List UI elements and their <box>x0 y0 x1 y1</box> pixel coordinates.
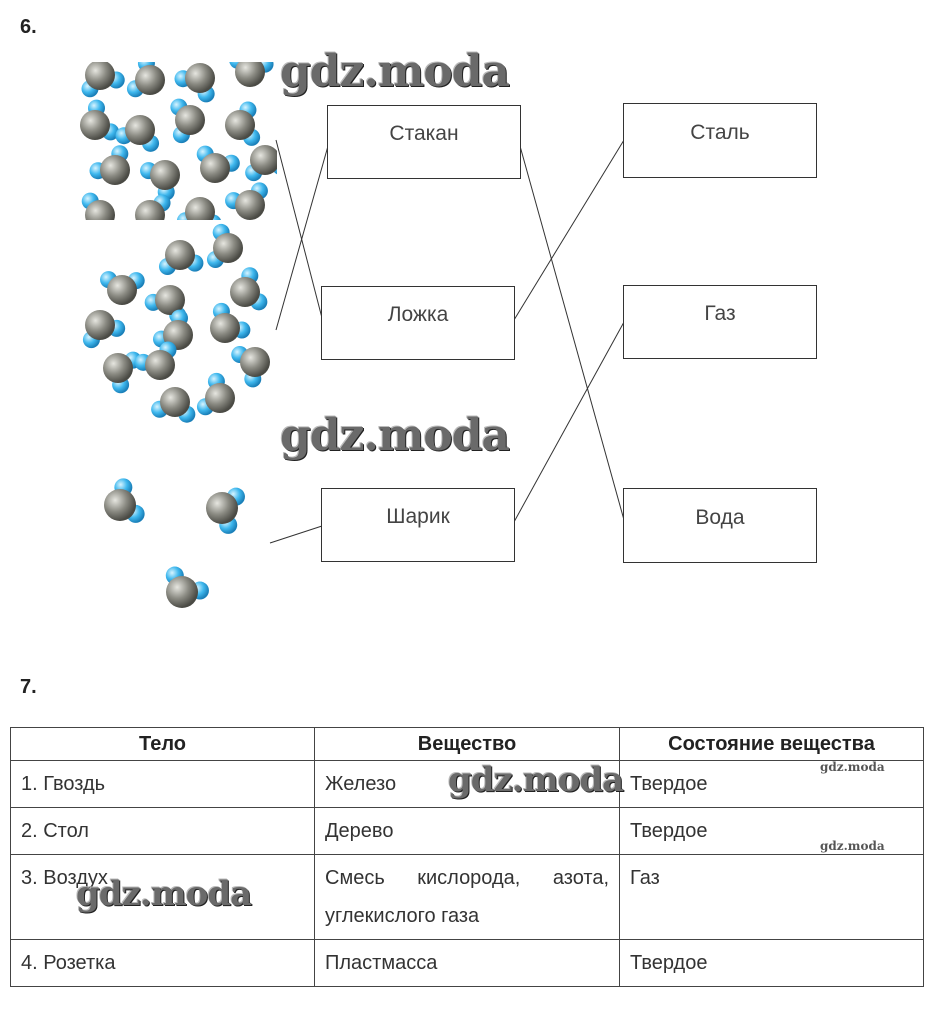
watermark-2: gdz.moda <box>280 410 510 461</box>
oxygen-atom <box>104 489 136 521</box>
oxygen-atom <box>160 387 190 417</box>
table-row: 2. Стол Дерево Твердое <box>10 807 924 855</box>
body-label-balloon: Шарик <box>386 505 450 528</box>
oxygen-atom <box>235 62 265 87</box>
oxygen-atom <box>125 115 155 145</box>
header-state: Состояние вещества <box>619 727 924 761</box>
connection-lines <box>269 139 625 544</box>
line-gas-to-balloon <box>269 525 323 544</box>
line-spoon-to-steel <box>513 139 625 321</box>
cell-state: Твердое <box>619 939 924 987</box>
table-header-row: Тело Вещество Состояние вещества <box>10 727 924 761</box>
line-balloon-to-gas <box>513 321 625 523</box>
oxygen-atom <box>155 285 185 315</box>
oxygen-atom <box>85 310 115 340</box>
cell-substance: Дерево <box>314 807 620 855</box>
gas-molecules-image <box>104 478 245 608</box>
watermark-6: gdz.moda <box>820 839 885 853</box>
oxygen-atom <box>135 65 165 95</box>
oxygen-atom <box>175 105 205 135</box>
oxygen-atom <box>85 200 115 220</box>
oxygen-atom <box>185 63 215 93</box>
line-glass-to-water <box>519 145 625 521</box>
cell-body: 4. Розетка <box>10 939 315 987</box>
task-7-number: 7. <box>20 676 37 698</box>
oxygen-atom <box>100 155 130 185</box>
cell-substance-line-2: углекислого газа <box>325 905 480 927</box>
liquid-molecules-image <box>82 223 270 423</box>
line-liquid-to-glass <box>275 145 329 331</box>
substance-box-gas: Газ <box>623 285 817 359</box>
oxygen-atom <box>200 153 230 183</box>
oxygen-atom <box>165 240 195 270</box>
oxygen-atom <box>235 190 265 220</box>
header-substance: Вещество <box>314 727 620 761</box>
oxygen-atom <box>185 197 215 220</box>
oxygen-atom <box>166 576 198 608</box>
cell-substance: Смесь кислорода, азота, углекислого газа <box>314 854 620 940</box>
cell-state: Газ <box>619 854 924 940</box>
oxygen-atom <box>205 383 235 413</box>
substance-label-gas: Газ <box>704 302 736 325</box>
cell-body: 1. Гвоздь <box>10 760 315 808</box>
oxygen-atom <box>225 110 255 140</box>
oxygen-atom <box>80 110 110 140</box>
oxygen-atom <box>145 350 175 380</box>
line-solid-to-spoon <box>275 139 323 319</box>
cell-body: 3. Воздух <box>10 854 315 940</box>
watermark-3: gdz.moda <box>448 760 624 800</box>
oxygen-atom <box>213 233 243 263</box>
cell-substance: Железо <box>314 760 620 808</box>
task-6-number: 6. <box>20 16 37 38</box>
body-box-balloon: Шарик <box>321 488 515 562</box>
task-7-table: Тело Вещество Состояние вещества 1. Гвоз… <box>10 727 924 987</box>
molecule-illustrations <box>80 62 625 608</box>
table-row: 3. Воздух Смесь кислорода, азота, углеки… <box>10 854 924 940</box>
substance-label-steel: Сталь <box>690 120 750 144</box>
oxygen-atom <box>250 145 277 175</box>
body-label-spoon: Ложка <box>387 303 449 326</box>
oxygen-atom <box>135 200 165 220</box>
oxygen-atom <box>240 347 270 377</box>
cell-substance-line-1: Смесь кислорода, азота, <box>325 867 609 889</box>
oxygen-atom <box>230 277 260 307</box>
watermark-5: gdz.moda <box>820 760 885 774</box>
cell-body: 2. Стол <box>10 807 315 855</box>
substance-box-steel: Сталь <box>623 103 817 178</box>
header-body: Тело <box>10 727 315 761</box>
cell-substance: Пластмасса <box>314 939 620 987</box>
body-box-spoon: Ложка <box>321 286 515 360</box>
body-box-glass: Стакан <box>327 105 521 179</box>
hydrogen-atom <box>81 220 98 237</box>
body-label-glass: Стакан <box>389 122 459 145</box>
watermark-1: gdz.moda <box>280 46 510 97</box>
table-row: 4. Розетка Пластмасса Твердое <box>10 939 924 987</box>
oxygen-atom <box>150 160 180 190</box>
oxygen-atom <box>210 313 240 343</box>
substance-label-water: Вода <box>695 505 745 529</box>
oxygen-atom <box>107 275 137 305</box>
solid-molecules-image <box>80 62 277 239</box>
substance-box-water: Вода <box>623 488 817 563</box>
watermark-4: gdz.moda <box>76 874 252 914</box>
hydrogen-atom <box>149 222 166 239</box>
oxygen-atom <box>85 62 115 90</box>
table-row: 1. Гвоздь Железо Твердое <box>10 760 924 808</box>
oxygen-atom <box>103 353 133 383</box>
oxygen-atom <box>206 492 238 524</box>
